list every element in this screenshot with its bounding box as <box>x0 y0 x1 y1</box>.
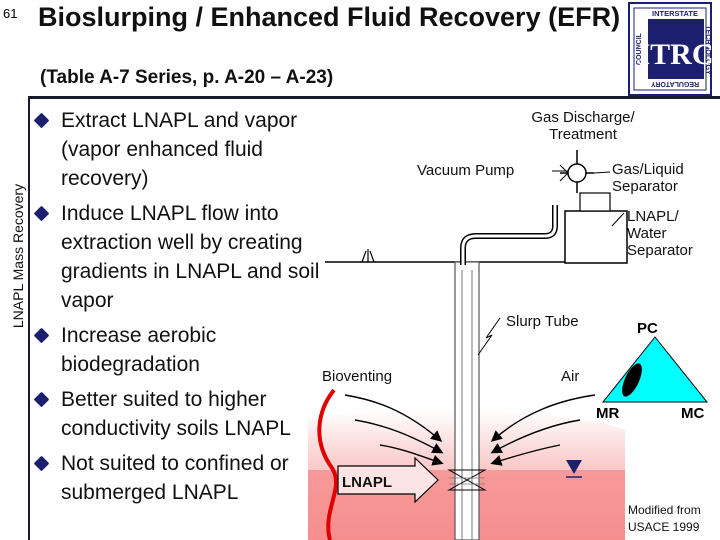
water-table-icon <box>566 460 582 474</box>
logo-mid-text: TECHNOLOGY <box>704 25 711 75</box>
airflow-arrow <box>490 394 596 442</box>
label-lnapl: LNAPL <box>342 474 392 491</box>
lnapl-arrow <box>337 456 439 504</box>
label-vacuum-pump: Vacuum Pump <box>417 162 515 179</box>
label-gas-discharge: Gas Discharge/ Treatment <box>531 109 635 143</box>
airflow-arrow <box>379 444 444 466</box>
well-casing <box>454 261 480 540</box>
logo-bottom-text: REGULATORY <box>651 80 699 87</box>
label-gas-liquid-separator: Gas/Liquid Separator <box>612 161 684 195</box>
phase-triangle <box>601 336 709 403</box>
left-divider <box>28 96 30 540</box>
slide-number: 61 <box>3 6 18 21</box>
airflow-arrow <box>344 394 443 442</box>
bullet-text: Not suited to confined or submerged LNAP… <box>61 452 289 504</box>
airflow-arrow <box>354 419 444 454</box>
slide-subtitle: (Table A-7 Series, p. A-20 – A-23) <box>40 67 334 88</box>
bullet-item: Induce LNAPL flow into extraction well b… <box>28 199 328 315</box>
logo-side-text: COUNCIL <box>636 32 643 65</box>
bullet-text: Extract LNAPL and vapor (vapor enhanced … <box>61 109 298 190</box>
bullet-item: Increase aerobic biodegradation <box>28 321 328 379</box>
bullet-list: Extract LNAPL and vapor (vapor enhanced … <box>28 106 328 513</box>
lnapl-water-separator <box>564 210 628 264</box>
bullet-item: Not suited to confined or submerged LNAP… <box>28 449 328 507</box>
logo-letters: ITRC <box>638 38 712 71</box>
grass-icon <box>361 249 375 263</box>
title-divider <box>28 96 720 99</box>
vacuum-pump <box>567 163 587 183</box>
bullet-text: Induce LNAPL flow into extraction well b… <box>61 202 320 312</box>
airflow-arrow <box>490 444 561 466</box>
bullet-item: Extract LNAPL and vapor (vapor enhanced … <box>28 106 328 193</box>
airflow-arrow <box>490 419 581 454</box>
slide-title: Bioslurping / Enhanced Fluid Recovery (E… <box>38 2 621 32</box>
label-slurp-tube: Slurp Tube <box>506 313 579 330</box>
source-credit: Modified from USACE 1999 <box>628 503 701 534</box>
label-bioventing: Bioventing <box>322 368 393 385</box>
label-air: Air <box>561 368 580 385</box>
triangle-label-top: PC <box>637 320 658 337</box>
triangle-label-left: MR <box>596 405 620 422</box>
triangle-label-right: MC <box>681 405 705 422</box>
label-lnapl-water-separator: LNAPL/ Water Separator <box>627 208 693 259</box>
bullet-text: Better suited to higher conductivity soi… <box>61 388 291 440</box>
phase-marker <box>622 363 642 397</box>
bullet-text: Increase aerobic biodegradation <box>61 324 217 376</box>
logo-top-text: INTERSTATE <box>652 9 698 18</box>
red-boundary-curve <box>317 388 339 540</box>
well-screen <box>447 469 487 491</box>
bullet-item: Better suited to higher conductivity soi… <box>28 385 328 443</box>
itrc-logo: INTERSTATE REGULATORY COUNCIL TECHNOLOGY… <box>628 2 712 96</box>
